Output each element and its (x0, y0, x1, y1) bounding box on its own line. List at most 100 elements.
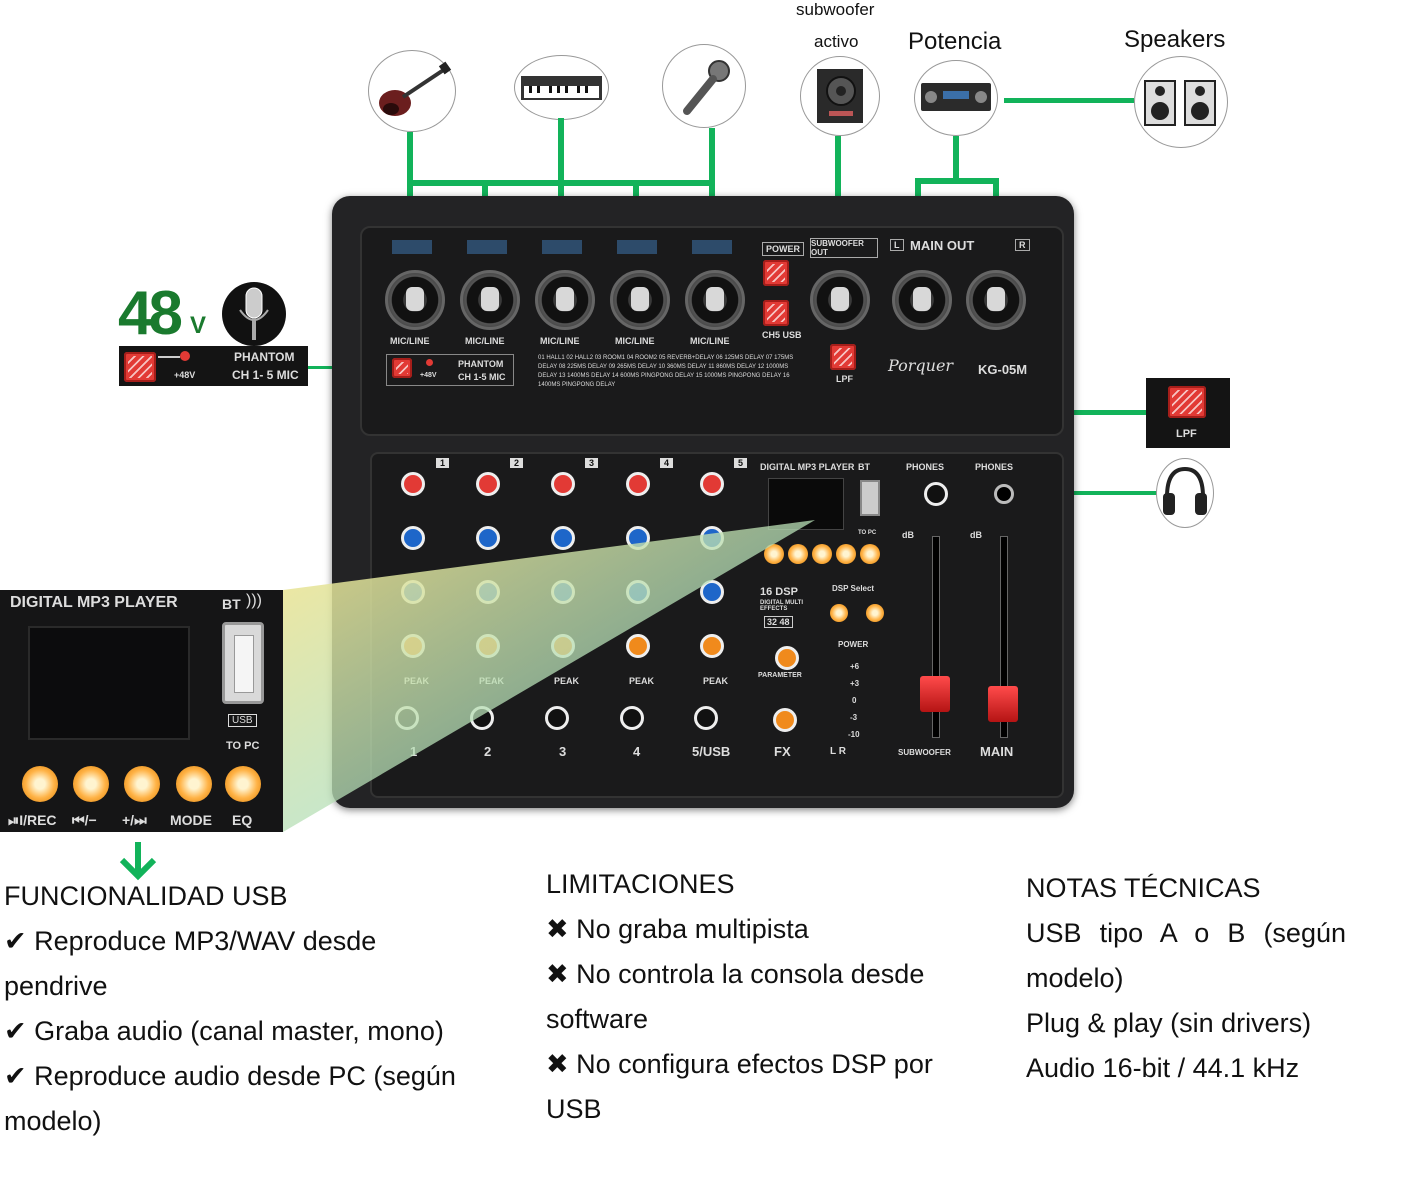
tech-note-item: Audio 16-bit / 44.1 kHz (1026, 1053, 1300, 1083)
mixer-phantom-ch: CH 1-5 MIC (458, 372, 506, 382)
limitations-heading: LIMITACIONES (546, 869, 735, 899)
mp3-next-button[interactable] (124, 766, 160, 802)
mp3-next-label: +/⏭ (122, 812, 147, 828)
high-knob-ch1[interactable] (401, 526, 425, 550)
subwoofer-label-line1: subwoofer (796, 0, 875, 19)
subwoofer-fader[interactable] (920, 676, 950, 712)
mp3-mode-button[interactable] (176, 766, 212, 802)
phones-jack[interactable] (994, 484, 1014, 504)
subwoofer-out-jack[interactable] (810, 270, 870, 330)
dsp-select-right-button[interactable] (866, 604, 884, 622)
peak-label-ch4: PEAK (629, 676, 655, 686)
tech-note-item: Plug & play (sin drivers) (1026, 1008, 1312, 1038)
usb-functions-heading: FUNCIONALIDAD USB (4, 881, 288, 911)
dsp-parameter-knob[interactable] (775, 646, 799, 670)
mp3-play-rec-button[interactable] (22, 766, 58, 802)
power-button[interactable] (763, 260, 789, 286)
limitations-section: LIMITACIONES ✖ No graba multipista ✖ No … (546, 862, 966, 1132)
cross-icon: ✖ (546, 959, 577, 989)
mp3-play-rec-label: ⏯I/REC (8, 812, 57, 828)
gain-knob-ch3[interactable] (551, 472, 575, 496)
mp3-zoom-usb-label: USB (228, 714, 257, 727)
mic-line-label-1: MIC/LINE (390, 336, 430, 346)
mixer-phantom-button[interactable] (392, 358, 412, 378)
check-icon: ✔ (4, 1016, 35, 1046)
cross-icon: ✖ (546, 914, 577, 944)
level-knob-ch3[interactable] (545, 706, 569, 730)
gain-knob-ch5[interactable] (700, 472, 724, 496)
phones-level-knob[interactable] (924, 482, 948, 506)
ch-number-5: 5 (734, 458, 748, 468)
usb-function-item: ✔ Reproduce audio desde PC (según modelo… (4, 1061, 456, 1136)
connector-amp-bus (915, 178, 999, 184)
connector-amp-stem (953, 136, 959, 180)
subwoofer-fader-track (932, 536, 940, 738)
mixer-phantom-label: PHANTOM (458, 359, 504, 369)
main-out-right-jack[interactable] (966, 270, 1026, 330)
level-knob-ch5[interactable] (694, 706, 718, 730)
fx-knob-ch5[interactable] (700, 634, 724, 658)
input-jack-ch3[interactable] (535, 270, 595, 330)
strip-label-main: MAIN (980, 744, 1014, 759)
subwoofer-out-label: SUBWOOFER OUT (810, 238, 878, 258)
mixer-mode-button[interactable] (836, 544, 856, 564)
phones-label-1: PHONES (906, 462, 945, 472)
mp3-eq-button[interactable] (225, 766, 261, 802)
mixer-bt-label: BT (858, 462, 870, 472)
amplifier-label: Potencia (908, 28, 1002, 55)
usb-function-item: ✔ Reproduce MP3/WAV desde pendrive (4, 926, 377, 1001)
mp3-zoom-topc: TO PC (226, 740, 260, 752)
fx-knob-ch4[interactable] (626, 634, 650, 658)
fx-preset-list: 01 HALL1 02 HALL2 03 ROOM1 04 ROOM2 05 R… (538, 355, 794, 388)
mixer-eq-button[interactable] (860, 544, 880, 564)
limitation-item: ✖ No configura efectos DSP por USB (546, 1049, 933, 1124)
input-jack-ch1[interactable] (385, 270, 445, 330)
fx-master-level-knob[interactable] (773, 708, 797, 732)
phantom-48-unit: V (190, 312, 207, 339)
mixer-phantom-48v: +48V (420, 372, 437, 379)
mixer-usb-port[interactable] (860, 480, 880, 516)
peak-label-ch3: PEAK (554, 676, 580, 686)
dsp-parameter-label: PARAMETER (758, 672, 802, 679)
gain-knob-ch1[interactable] (401, 472, 425, 496)
mp3-zoom-usb-port[interactable] (222, 622, 264, 704)
db-scale-sub: dB (902, 530, 914, 540)
lpf-button[interactable] (830, 344, 856, 370)
high-knob-ch2[interactable] (476, 526, 500, 550)
gain-knob-ch2[interactable] (476, 472, 500, 496)
meter-power-label: POWER (838, 640, 869, 649)
high-knob-ch3[interactable] (551, 526, 575, 550)
peak-label-ch5: PEAK (703, 676, 729, 686)
mic-line-label-2: MIC/LINE (465, 336, 505, 346)
input-jack-ch2[interactable] (460, 270, 520, 330)
connector-speakers (1004, 98, 1134, 103)
mixer-dsp-bits: 32 48 (764, 616, 793, 628)
dsp-select-left-button[interactable] (830, 604, 848, 622)
brand-logo: Porquer (888, 356, 954, 375)
check-icon: ✔ (4, 926, 35, 956)
input-jack-ch4[interactable] (610, 270, 670, 330)
subwoofer-icon (800, 56, 880, 136)
down-arrow-icon (119, 842, 157, 881)
ch-number-4: 4 (660, 458, 674, 468)
ch5-usb-label: CH5 USB (762, 330, 802, 340)
tech-note-item: USB tipo A o B (según modelo) (1026, 918, 1346, 993)
mixer-prev-button[interactable] (788, 544, 808, 564)
mixer-play-rec-button[interactable] (764, 544, 784, 564)
mp3-prev-button[interactable] (73, 766, 109, 802)
meter-mark-plus6: +6 (850, 662, 860, 671)
input-jack-ch5[interactable] (685, 270, 745, 330)
mic-line-label-4: MIC/LINE (615, 336, 655, 346)
main-fader-track (1000, 536, 1008, 738)
lpf-callout-label: LPF (1176, 428, 1197, 440)
mixer-next-button[interactable] (812, 544, 832, 564)
mp3-zoom-screen (28, 626, 190, 740)
phantom-callout-led-line (158, 356, 180, 358)
main-fader[interactable] (988, 686, 1018, 722)
level-knob-ch4[interactable] (620, 706, 644, 730)
gain-knob-ch4[interactable] (626, 472, 650, 496)
main-out-left-jack[interactable] (892, 270, 952, 330)
ch5-usb-button[interactable] (763, 300, 789, 326)
channel-tab-3 (542, 240, 582, 254)
